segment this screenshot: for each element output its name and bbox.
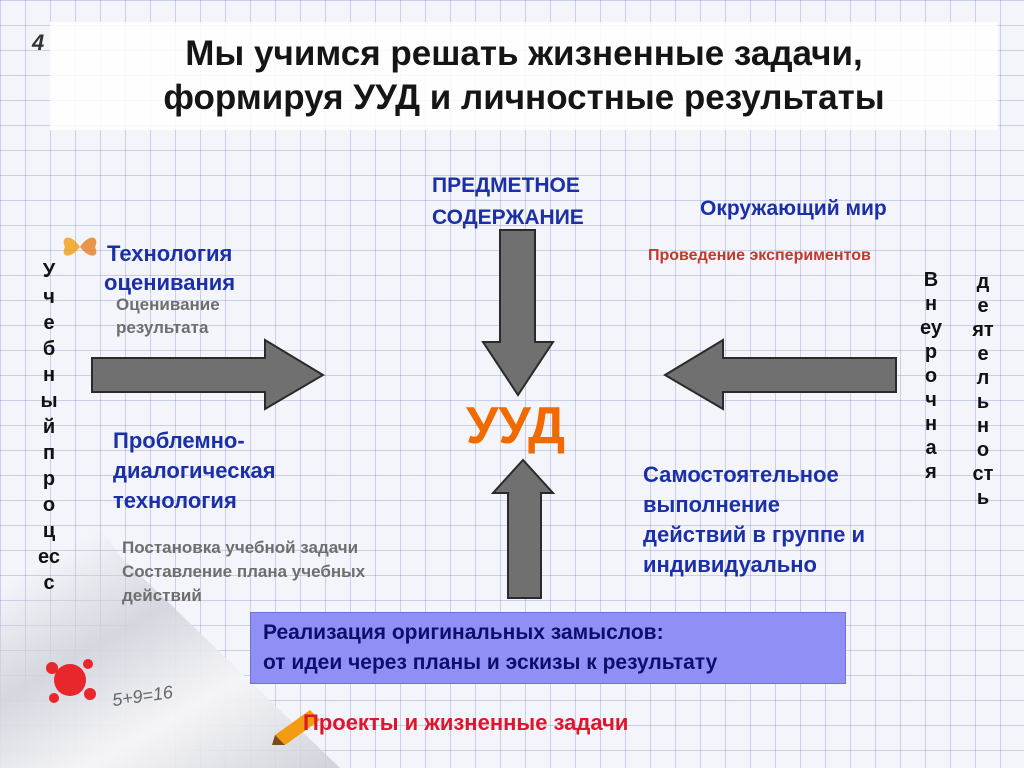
banner: Реализация оригинальных замыслов: от иде… xyxy=(250,612,846,684)
assessment-sub-line-1: Оценивание xyxy=(116,295,220,314)
banner-line-1: Реализация оригинальных замыслов: xyxy=(263,621,664,644)
dialog-sub-line-2: Составление плана учебных xyxy=(122,562,366,581)
arrow-top-to-center xyxy=(481,229,555,397)
paint-splat-icon xyxy=(46,659,96,703)
vertical-activity: деятельность xyxy=(972,271,994,509)
banner-line-2: от идеи через планы и эскизы к результат… xyxy=(263,651,718,674)
top-label-line-2: СОДЕРЖАНИЕ xyxy=(432,206,584,229)
independent-line-3: действий в группе и xyxy=(643,522,866,547)
title-box: Мы учимся решать жизненные задачи, форми… xyxy=(50,22,998,130)
arrow-bottom-to-center xyxy=(490,458,556,599)
vertical-extracurricular: Внеурочная xyxy=(920,269,942,483)
page-number: 4 xyxy=(32,30,45,55)
world-heading: Окружающий мир xyxy=(700,197,887,220)
arrow-right-to-center xyxy=(663,338,897,411)
vertical-learning-process: Учебный процесс xyxy=(38,260,60,594)
world-sub: Проведение экспериментов xyxy=(648,247,871,264)
butterfly-icon xyxy=(63,237,97,256)
title-line-1: Мы учимся решать жизненные задачи, xyxy=(185,34,863,73)
title-line-2: формируя УУД и личностные результаты xyxy=(163,78,885,117)
assessment-tech-line-1: Технология xyxy=(107,241,233,266)
bottom-label: Проекты и жизненные задачи xyxy=(303,710,629,735)
assessment-sub-line-2: результата xyxy=(116,318,209,337)
dialog-sub-line-1: Постановка учебной задачи xyxy=(122,538,359,557)
independent-line-2: выполнение xyxy=(643,492,781,517)
dialog-sub-line-3: действий xyxy=(122,586,202,605)
dialog-tech-line-3: технология xyxy=(113,488,237,513)
pencil-icon xyxy=(272,710,320,745)
dialog-tech-line-1: Проблемно- xyxy=(113,428,245,453)
arrow-left-to-center xyxy=(91,338,325,411)
assessment-tech-line-2: оценивания xyxy=(104,270,236,295)
dialog-tech-line-2: диалогическая xyxy=(113,458,276,483)
independent-line-1: Самостоятельное xyxy=(643,462,839,487)
independent-line-4: индивидуально xyxy=(643,552,817,577)
top-label-line-1: ПРЕДМЕТНОЕ xyxy=(432,174,580,197)
center-label: УУД xyxy=(466,397,566,455)
